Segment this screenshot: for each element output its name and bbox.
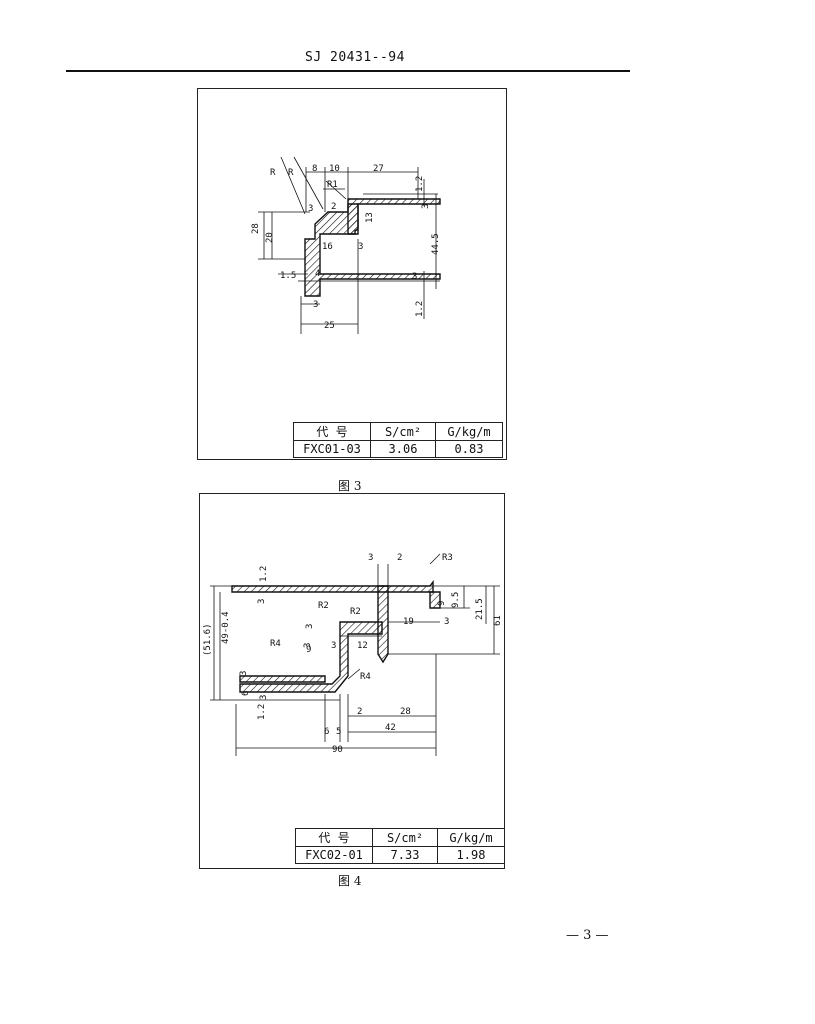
fig4-dim: 19	[403, 617, 414, 627]
fig4-dim: 61	[493, 615, 503, 626]
figure-4-drawing: 3 2 R3 1.2 3 9.5 9 21.5 61 R2 R2 3 19 3 …	[203, 553, 503, 756]
fig4-dim: R4	[270, 639, 281, 649]
figure-3-property-table: 代 号 S/cm² G/kg/m FXC01-03 3.06 0.83	[293, 422, 503, 458]
fig4-dim: 21.5	[475, 598, 485, 620]
fig3-dim: 1.2	[415, 301, 425, 317]
fig4-dim: 3	[259, 695, 269, 700]
fig4-dim: (51.6)	[203, 623, 213, 656]
fig3-dim: R	[270, 168, 276, 178]
fig4-dim: 3	[239, 671, 249, 676]
header-rule	[66, 70, 630, 72]
fig3-web	[347, 203, 359, 235]
table-header-code: 代 号	[293, 422, 371, 441]
fig3-dim: 25	[324, 321, 335, 331]
fig3-dim: 8	[312, 164, 317, 174]
fig4-dim: 2	[397, 553, 402, 563]
page-number: — 3 —	[566, 928, 609, 943]
table-cell-weight: 0.83	[435, 440, 503, 458]
fig4-dim: 42	[385, 723, 396, 733]
fig4-dim: 6	[241, 691, 251, 696]
fig3-dim: 3	[412, 272, 417, 282]
fig3-dim: R1	[327, 180, 338, 190]
fig4-dim: 28	[400, 707, 411, 717]
fig4-dim: 2	[357, 707, 362, 717]
fig3-dim: 3	[308, 204, 313, 214]
fig3-dim: 1.5	[280, 271, 296, 281]
fig4-dim: 3	[305, 624, 315, 629]
fig4-dim: 6	[324, 727, 329, 737]
fig4-dim: 3	[444, 617, 449, 627]
fig3-dim: 27	[373, 164, 384, 174]
table-header-weight: G/kg/m	[437, 828, 505, 847]
fig3-dim: 3	[313, 300, 318, 310]
fig4-dim: 1.2	[257, 704, 267, 720]
table-header-weight: G/kg/m	[435, 422, 503, 441]
table-cell-code: FXC02-01	[295, 846, 373, 864]
fig3-dim: 28	[251, 223, 261, 234]
fig4-dim: 9	[306, 645, 311, 655]
fig4-dim: 5	[336, 727, 341, 737]
table-cell-code: FXC01-03	[293, 440, 371, 458]
fig4-dim: 9	[437, 601, 447, 606]
fig4-dim: 1.2	[259, 566, 269, 582]
table-header-code: 代 号	[295, 828, 373, 847]
fig4-lower-flange	[239, 675, 326, 683]
fig3-dim: 44.5	[431, 233, 441, 255]
fig4-dim: 3	[303, 643, 313, 648]
table-header-area: S/cm²	[372, 828, 438, 847]
fig3-dim: 13	[365, 212, 375, 223]
standard-code: SJ 20431--94	[305, 50, 405, 65]
fig3-dim: 1.2	[415, 176, 425, 192]
fig3-dim: R	[288, 168, 294, 178]
figure-3-caption: 图 3	[338, 479, 362, 493]
fig3-dim: 3	[421, 204, 431, 209]
fig4-top-flange	[231, 579, 434, 593]
fig4-dim: R3	[442, 553, 453, 563]
fig3-dim: 16	[322, 242, 333, 252]
table-header-area: S/cm²	[370, 422, 436, 441]
fig4-dim: 90	[332, 745, 343, 755]
figure-3-drawing: R R 8 10 27 R1 1.2 3 2 13 3 28 20 16 3 4…	[251, 156, 441, 334]
fig4-dim: R2	[318, 601, 329, 611]
fig4-step	[239, 621, 383, 693]
figure-4-caption: 图 4	[338, 874, 362, 888]
table-cell-area: 7.33	[372, 846, 438, 864]
figure-4-property-table: 代 号 S/cm² G/kg/m FXC02-01 7.33 1.98	[295, 828, 505, 864]
table-cell-weight: 1.98	[437, 846, 505, 864]
fig4-dim: 12	[357, 641, 368, 651]
fig4-dim: 49-0.4	[221, 611, 231, 644]
fig3-dim: 10	[329, 164, 340, 174]
fig3-dim: 20	[265, 232, 275, 243]
fig4-dim: 3	[257, 599, 267, 604]
fig3-dim: 4	[315, 269, 320, 279]
fig3-dim: 2	[331, 202, 336, 212]
fig4-dim: R2	[350, 607, 361, 617]
figure-4-frame: 3 2 R3 1.2 3 9.5 9 21.5 61 R2 R2 3 19 3 …	[199, 493, 505, 869]
fig3-dim: 3	[358, 242, 363, 252]
fig4-dim: 3	[331, 641, 336, 651]
table-cell-area: 3.06	[370, 440, 436, 458]
fig4-dim: R4	[360, 672, 371, 682]
fig4-dim: 9.5	[451, 592, 461, 608]
fig4-dim: 3	[368, 553, 373, 563]
figure-3-frame: R R 8 10 27 R1 1.2 3 2 13 3 28 20 16 3 4…	[197, 88, 507, 460]
